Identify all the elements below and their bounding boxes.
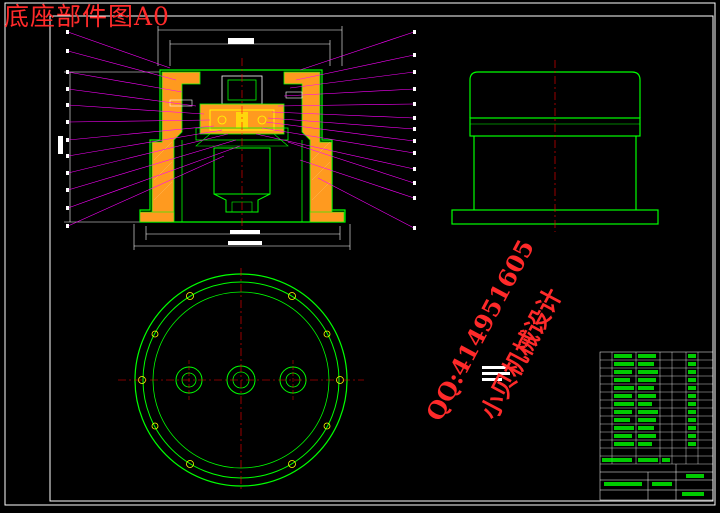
tech-notes (482, 366, 510, 381)
parts-list-text (602, 354, 704, 496)
top-plan-view (118, 268, 364, 492)
side-exterior-view (451, 60, 659, 232)
title-block (599, 351, 714, 501)
drawing-inner-frame (49, 15, 714, 502)
right-leader-lines (255, 31, 415, 229)
drawing-border (4, 2, 716, 506)
balloon-marks (66, 30, 416, 230)
front-section-view (58, 26, 351, 250)
drawing-title: 底座部件图A0 (4, 2, 170, 31)
left-leader-lines (67, 31, 241, 227)
